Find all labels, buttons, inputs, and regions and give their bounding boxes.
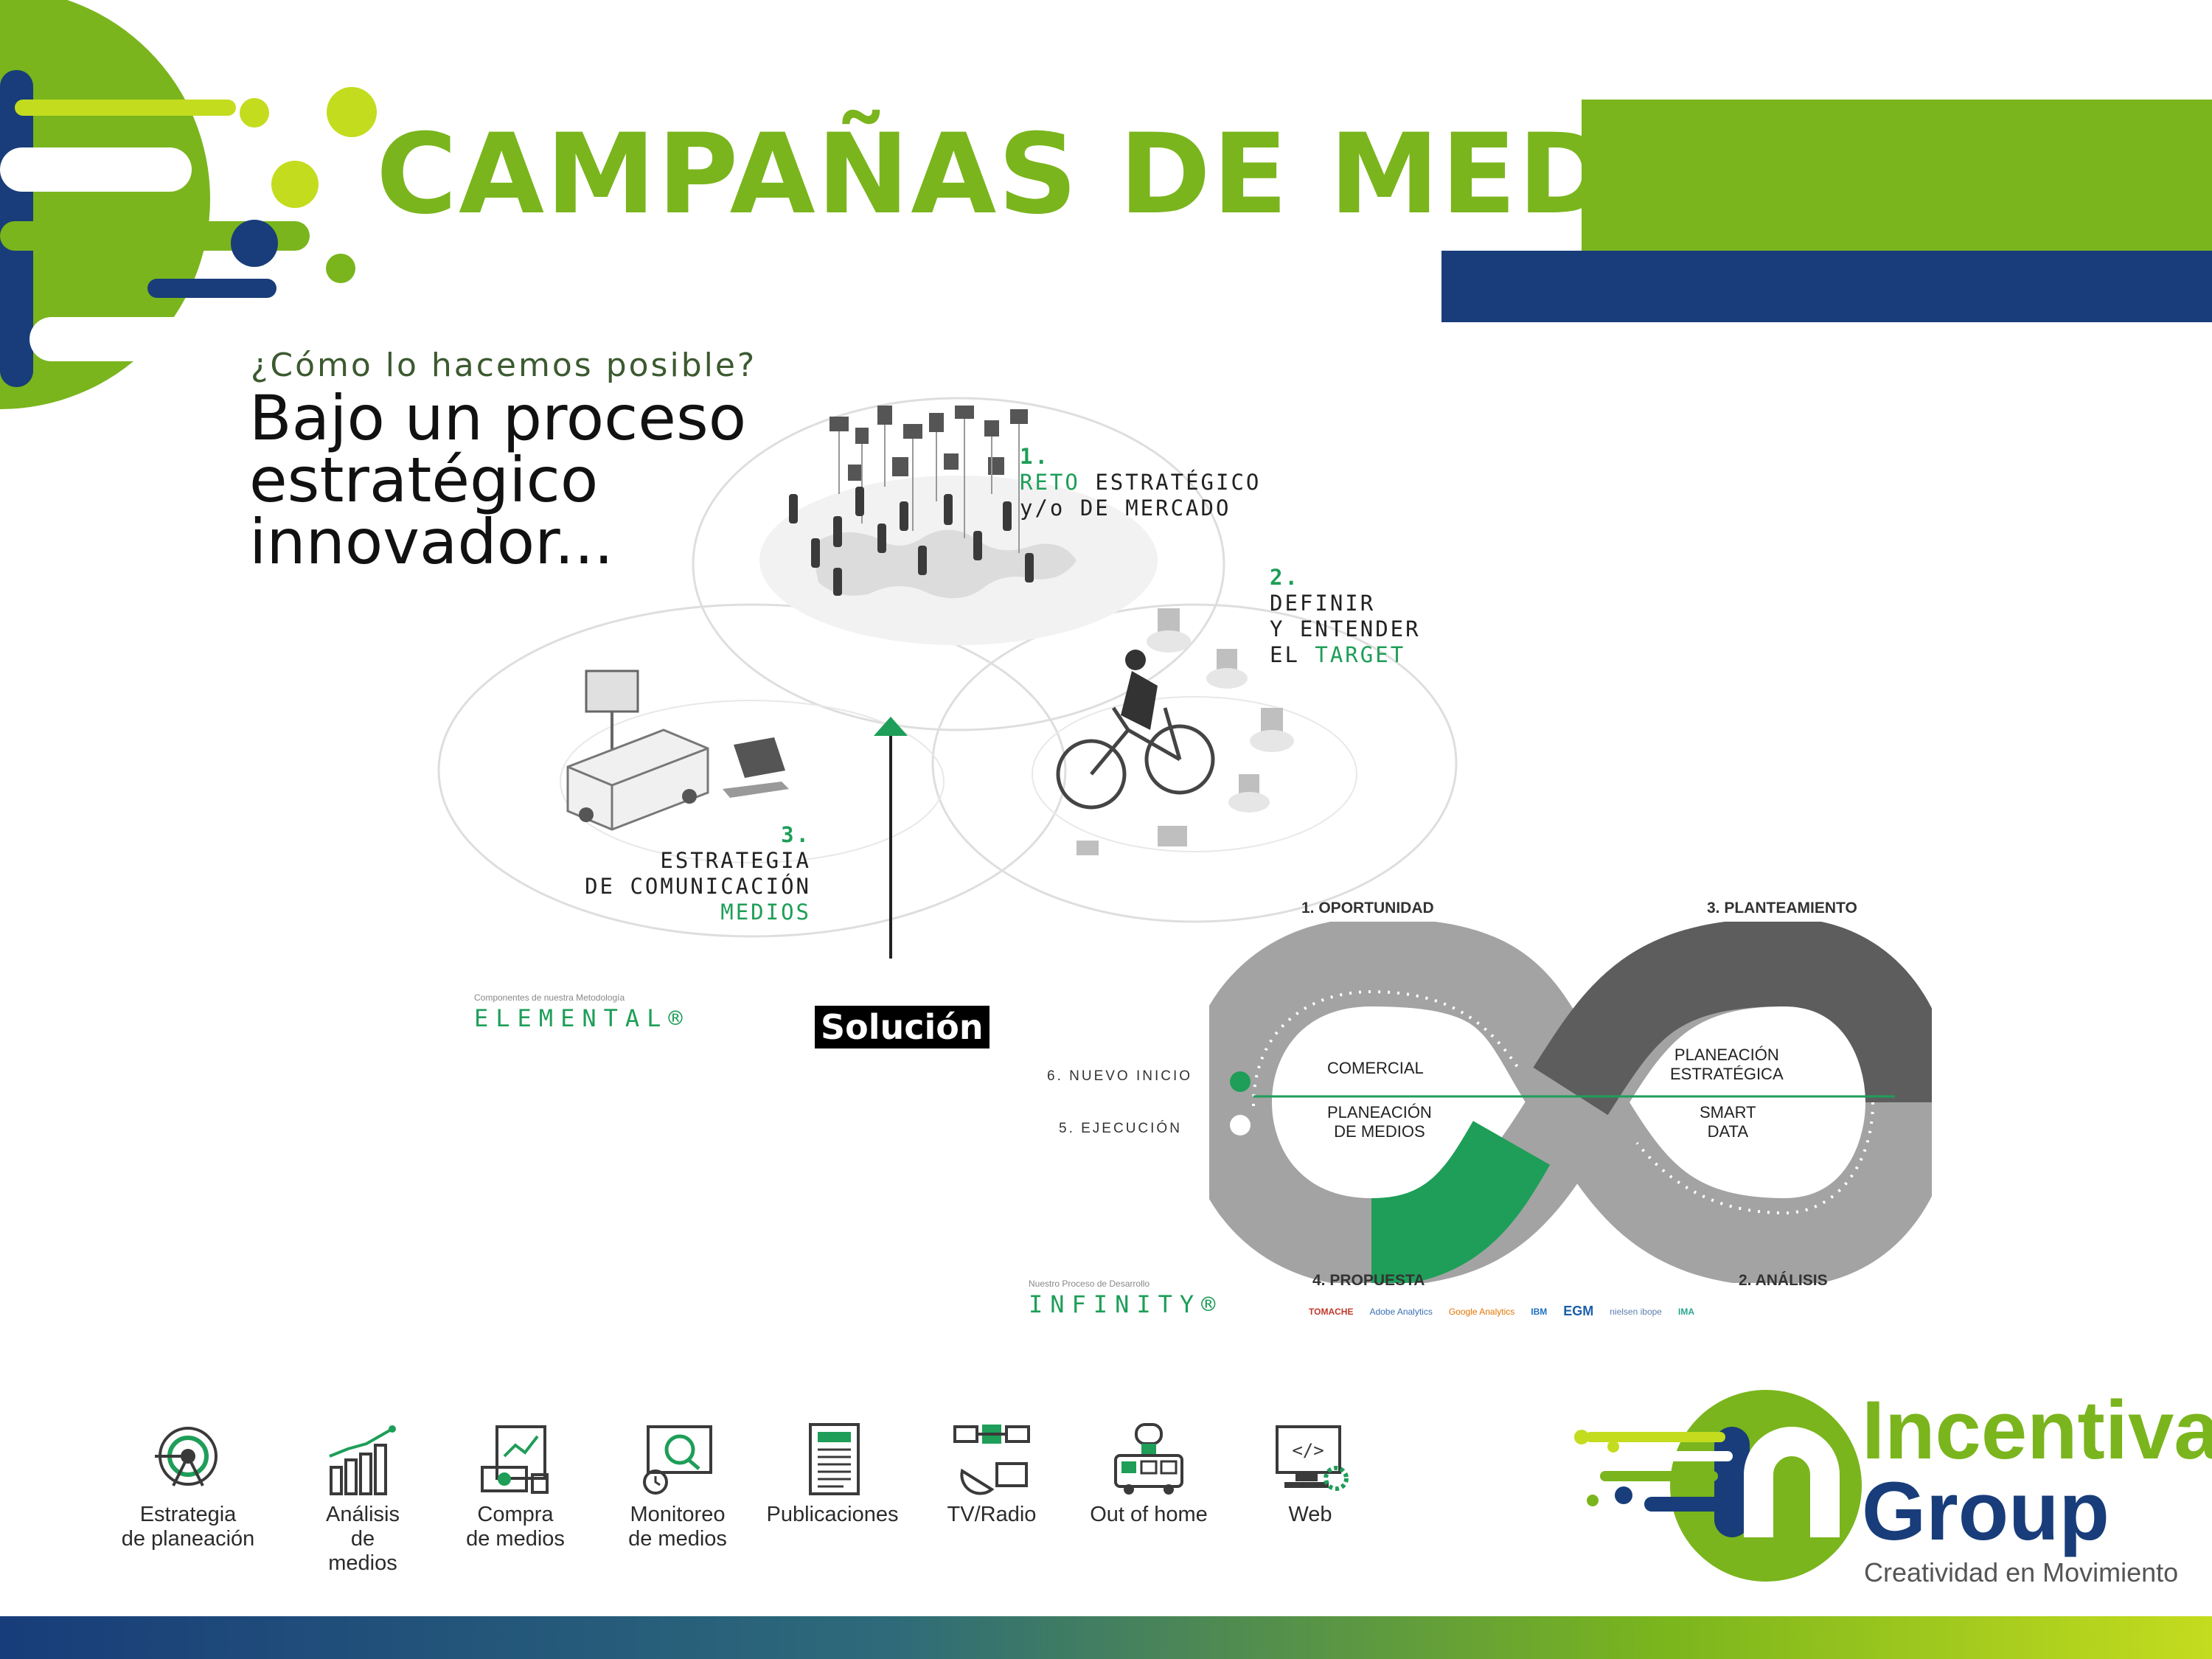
- infinity-loop-dark: [1533, 922, 1932, 1116]
- service-out-of-home[interactable]: Out of home: [1079, 1423, 1219, 1527]
- service-web[interactable]: </> Web: [1240, 1423, 1380, 1527]
- step-estrategia: 3. ESTRATEGIA DE COMUNICACIÓN MEDIOS: [585, 822, 811, 925]
- service-estrategia[interactable]: Estrategia de planeación: [118, 1423, 258, 1551]
- center-comercial: COMERCIAL: [1327, 1059, 1424, 1077]
- partner-logo: nielsen ibope: [1610, 1306, 1662, 1317]
- elemental-diagram: [437, 397, 1458, 959]
- service-label: Estrategia de planeación: [121, 1503, 255, 1551]
- page-title: CAMPAÑAS DE MEDIOS: [376, 111, 1831, 239]
- intro-question: ¿Cómo lo hacemos posible?: [251, 347, 757, 384]
- target-icon: [155, 1427, 218, 1486]
- service-tv-radio[interactable]: TV/Radio: [922, 1423, 1062, 1527]
- center-planeacion-estrategica: PLANEACIÓN ESTRATÉGICA: [1670, 1046, 1784, 1083]
- circle-estrategia: [437, 603, 1067, 938]
- partner-logos: TOMACHE Adobe Analytics Google Analytics…: [1309, 1304, 1694, 1319]
- circle-target: [931, 603, 1458, 923]
- incentiva-logo-mark: [1574, 1390, 1862, 1582]
- logo-name-line2: Group: [1862, 1465, 2110, 1557]
- partner-logo: Google Analytics: [1448, 1306, 1515, 1317]
- partner-logo: TOMACHE: [1309, 1306, 1354, 1317]
- solution-arrow: [874, 717, 908, 959]
- money-chart-icon: [481, 1425, 549, 1494]
- service-analisis[interactable]: Análisis de medios: [293, 1423, 433, 1576]
- step-target: 2. DEFINIR Y ENTENDER EL TARGET: [1270, 565, 1421, 667]
- infinity-segment-green: [1370, 1121, 1551, 1283]
- step-reto: 1. RETO ESTRATÉGICO y/o DE MERCADO: [1020, 444, 1262, 521]
- partner-logo: Adobe Analytics: [1369, 1306, 1433, 1317]
- logo-name-line1: Incentiva: [1862, 1384, 2212, 1476]
- logo-tagline: Creatividad en Movimiento: [1864, 1557, 2179, 1587]
- infinity-brand: INFINITY®: [1029, 1290, 1223, 1318]
- header-green-bar: [1582, 100, 2212, 251]
- service-label: Compra de medios: [466, 1503, 565, 1551]
- media-illustration: [566, 669, 789, 831]
- header-navy-bar: [1441, 251, 2212, 322]
- headline-line: estratégico: [249, 444, 599, 516]
- center-planeacion-medios: PLANEACIÓN DE MEDIOS: [1327, 1103, 1432, 1141]
- elemental-brand: ELEMENTAL®: [474, 1004, 690, 1032]
- bus-icon: [1114, 1423, 1183, 1495]
- solution-label: Solución: [815, 1006, 990, 1048]
- footer-gradient-bar: [0, 1616, 2212, 1659]
- service-publicaciones[interactable]: Publicaciones: [762, 1423, 902, 1527]
- label-propuesta: 4. PROPUESTA: [1312, 1272, 1425, 1289]
- service-compra[interactable]: Compra de medios: [445, 1423, 585, 1551]
- service-monitoreo[interactable]: Monitoreo de medios: [608, 1423, 748, 1551]
- header-decoration: [0, 0, 377, 409]
- web-code-icon: </>: [1276, 1425, 1349, 1491]
- label-oportunidad: 1. OPORTUNIDAD: [1301, 900, 1434, 917]
- circle-reto: [692, 397, 1225, 731]
- bar-chart-icon: [329, 1425, 396, 1495]
- service-label: Web: [1288, 1503, 1332, 1526]
- nuevo-inicio-dot: [1230, 1071, 1251, 1092]
- headline-line: Bajo un proceso: [249, 382, 747, 454]
- newspaper-icon: [809, 1423, 860, 1495]
- service-label: Monitoreo de medios: [628, 1503, 727, 1551]
- label-planteamiento: 3. PLANTEAMIENTO: [1707, 900, 1857, 917]
- partner-logo: EGM: [1563, 1304, 1594, 1318]
- elemental-caption: Componentes de nuestra Metodología: [474, 992, 625, 1003]
- service-label: Publicaciones: [766, 1503, 899, 1526]
- label-analisis: 2. ANÁLISIS: [1739, 1272, 1828, 1289]
- service-label: TV/Radio: [947, 1503, 1037, 1526]
- world-people-illustration: [759, 406, 1158, 645]
- label-nuevo-inicio: 6. NUEVO INICIO: [1047, 1068, 1193, 1084]
- infinity-caption: Nuestro Proceso de Desarrollo: [1029, 1279, 1150, 1289]
- target-illustration: [1056, 608, 1294, 855]
- service-label: Out of home: [1090, 1503, 1208, 1526]
- headline-line: innovador...: [249, 506, 614, 578]
- intro-headline: Bajo un proceso estratégico innovador...: [249, 387, 810, 573]
- satellite-tv-icon: [953, 1425, 1030, 1495]
- infinity-diagram: [1209, 922, 1932, 1283]
- svg-text:</>: </>: [1292, 1440, 1324, 1461]
- partner-logo: IMA: [1677, 1306, 1694, 1317]
- partner-logo: IBM: [1531, 1306, 1548, 1317]
- monitor-search-icon: [643, 1425, 712, 1495]
- service-label: Análisis de medios: [326, 1503, 400, 1575]
- center-smart-data: SMART DATA: [1700, 1103, 1756, 1141]
- label-ejecucion: 5. EJECUCIÓN: [1059, 1121, 1182, 1136]
- ejecucion-dot: [1230, 1115, 1251, 1135]
